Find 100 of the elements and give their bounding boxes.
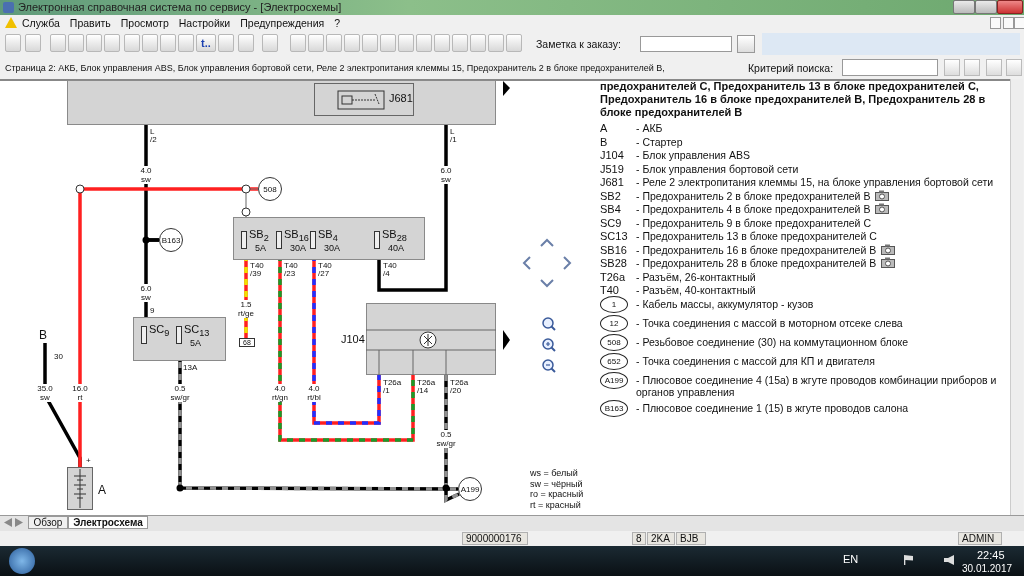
component-code: B xyxy=(39,328,51,343)
pin-label: T40 /27 xyxy=(318,262,332,278)
component-description: - Кабель массы, аккумулятор - кузов xyxy=(636,297,814,310)
component-code: J519 xyxy=(600,162,624,175)
component-code: SB2 xyxy=(600,189,621,202)
pin-label: T26a /20 xyxy=(450,379,469,395)
component-code: T40 xyxy=(600,284,619,296)
fuse-rating: 5A xyxy=(255,243,266,253)
field-label: Критерий поиска: xyxy=(748,62,834,74)
component-code: SB4 xyxy=(600,203,621,215)
component-code: J681 xyxy=(389,92,413,104)
status-field: ADMIN xyxy=(958,532,1002,545)
component-description: - Предохранитель 28 в блоке предохранителей B xyxy=(636,257,877,269)
component-code: T26a xyxy=(600,270,626,283)
menu-item: Предупреждения xyxy=(240,17,325,29)
list-heading: предохранителей C, Предохранитель 13 в блоке предохранителей C, Предохранитель 16 в блоке предохранителей B, Предохранитель 28 в блоке предохранителей B xyxy=(600,80,987,119)
pin-label: T26a /1 xyxy=(383,379,402,395)
relay xyxy=(314,83,414,116)
component-description: - Резьбовое соединение (30) на коммутационном блоке xyxy=(636,335,909,348)
toolbar-button: t.. xyxy=(196,34,216,52)
pin-label: T40 /23 xyxy=(284,262,298,278)
colour-code-line: sw = чёрный xyxy=(530,478,583,489)
wire-label: 16.0 rt xyxy=(71,384,89,402)
wire-label: 4.0 sw xyxy=(139,166,153,184)
component-code: A xyxy=(600,122,608,134)
component-description: - Предохранитель 13 в блоке предохранителей C xyxy=(636,230,877,242)
clock-date: 30.01.2017 xyxy=(962,563,1013,574)
component-description: - Предохранитель 2 в блоке предохранителей B xyxy=(636,189,871,202)
field-label: Заметка к заказу: xyxy=(536,38,621,50)
language-indicator: EN xyxy=(843,553,859,565)
clock-time: 22:45 xyxy=(977,549,1005,561)
fuse-code: SB$_{4}$ xyxy=(318,228,338,244)
status-field: 8 xyxy=(632,532,646,545)
component-description: - Предохранитель 4 в блоке предохранителей B xyxy=(636,203,871,215)
component-description: - Разъём, 26-контактный xyxy=(636,270,756,283)
pin-label: T40 /4 xyxy=(383,262,397,278)
fuse-code: SB$_{2}$ xyxy=(249,228,269,244)
wire-label: 0.5 sw/gr xyxy=(435,430,457,448)
menu-item: ? xyxy=(334,17,341,29)
component-code: SB16 xyxy=(600,243,627,256)
component-description: - Блок управления ABS xyxy=(636,149,750,161)
component-description: - Точка соединения с массой для КП и двигателя xyxy=(636,354,875,367)
wire-label: 1.5 rt/ge xyxy=(237,300,255,318)
fuse-rating: 30A xyxy=(290,243,306,253)
pin-label: L /1 xyxy=(450,128,457,144)
status-field: BJB xyxy=(676,532,706,545)
wire-label: 6.0 sw xyxy=(439,166,453,184)
menu-item: Служба xyxy=(22,17,60,29)
pin-label: 30 xyxy=(54,353,63,361)
menu-item: Просмотр xyxy=(120,17,169,29)
colour-code-line: rt = красный xyxy=(530,499,581,510)
component-code: SC13 xyxy=(600,230,628,242)
fuse-rating: 40A xyxy=(388,243,404,253)
component-block xyxy=(133,317,226,361)
menu-item: Настройки xyxy=(178,17,231,29)
wire-label: 35.0 sw xyxy=(36,384,54,402)
component-code: J681 xyxy=(600,176,624,188)
pin-label: T40 /39 xyxy=(250,262,264,278)
component-description: - АКБ xyxy=(636,122,663,134)
control-unit xyxy=(341,303,496,375)
component-description: - Плюсовое соединение 1 (15) в жгуте проводов салона xyxy=(636,401,909,414)
page-description: Страница 2: АКБ, Блок управления ABS, Блок управления бортовой сети, Реле 2 электропитания клеммы 15, Предохранитель 2 в блоке предохранителей B, xyxy=(5,63,665,73)
wire-label: 6.0 sw xyxy=(139,284,153,302)
menu-item: Править xyxy=(69,17,111,29)
fuse-rating: 30A xyxy=(324,243,340,253)
status-field: 2KA xyxy=(647,532,675,545)
wire-label: 0.5 sw/gr xyxy=(169,384,191,402)
component-code: J104 xyxy=(600,149,624,161)
component-block xyxy=(67,80,496,125)
fuse-rating: 5A xyxy=(190,338,201,348)
colour-code-line: ws = белый xyxy=(530,468,578,478)
component-description: - Точка соединения с массой в моторном отсеке слева xyxy=(636,316,903,329)
pin-label: T26a /14 xyxy=(417,379,436,395)
pin-label: L /2 xyxy=(150,128,157,144)
component-description: - Блок управления бортовой сети xyxy=(636,162,799,175)
fuse-code: SC$_{9}$ xyxy=(149,323,170,339)
component-code: B xyxy=(600,135,608,148)
pin-label: + xyxy=(86,457,91,465)
fuse-code: SB$_{28}$ xyxy=(382,228,407,244)
window-title: Электронная справочная система по сервису - [Электросхемы] xyxy=(18,1,342,13)
wire-label: 4.0 rt/gn xyxy=(271,384,289,402)
component-block xyxy=(233,217,425,260)
status-field: 9000000176 xyxy=(462,532,528,545)
fuse-code: SC$_{13}$ xyxy=(184,323,210,339)
battery xyxy=(67,467,109,510)
component-description: - Реле 2 электропитания клеммы 15, на блоке управления бортовой сети xyxy=(636,176,994,188)
component-description: - Предохранитель 16 в блоке предохранителей B xyxy=(636,243,877,256)
component-description: - Разъём, 40-контактный xyxy=(636,284,756,296)
pin-label: 9 xyxy=(150,307,155,315)
component-description: - Плюсовое соединение 4 (15a) в жгуте проводов комбинации приборов и органов управления xyxy=(636,373,998,398)
component-code: J104 xyxy=(341,333,365,345)
component-code: SC9 xyxy=(600,216,622,229)
colour-code-line: ro = красный xyxy=(530,489,584,499)
tab: Обзор xyxy=(28,516,68,529)
wire-label: 4.0 rt/bl xyxy=(306,384,322,402)
component-description: - Стартер xyxy=(636,135,683,148)
component-code: SB28 xyxy=(600,257,627,269)
pin-label: 13A xyxy=(183,364,198,372)
component-description: - Предохранитель 9 в блоке предохранителей C xyxy=(636,216,871,229)
component-code: A xyxy=(98,483,106,497)
